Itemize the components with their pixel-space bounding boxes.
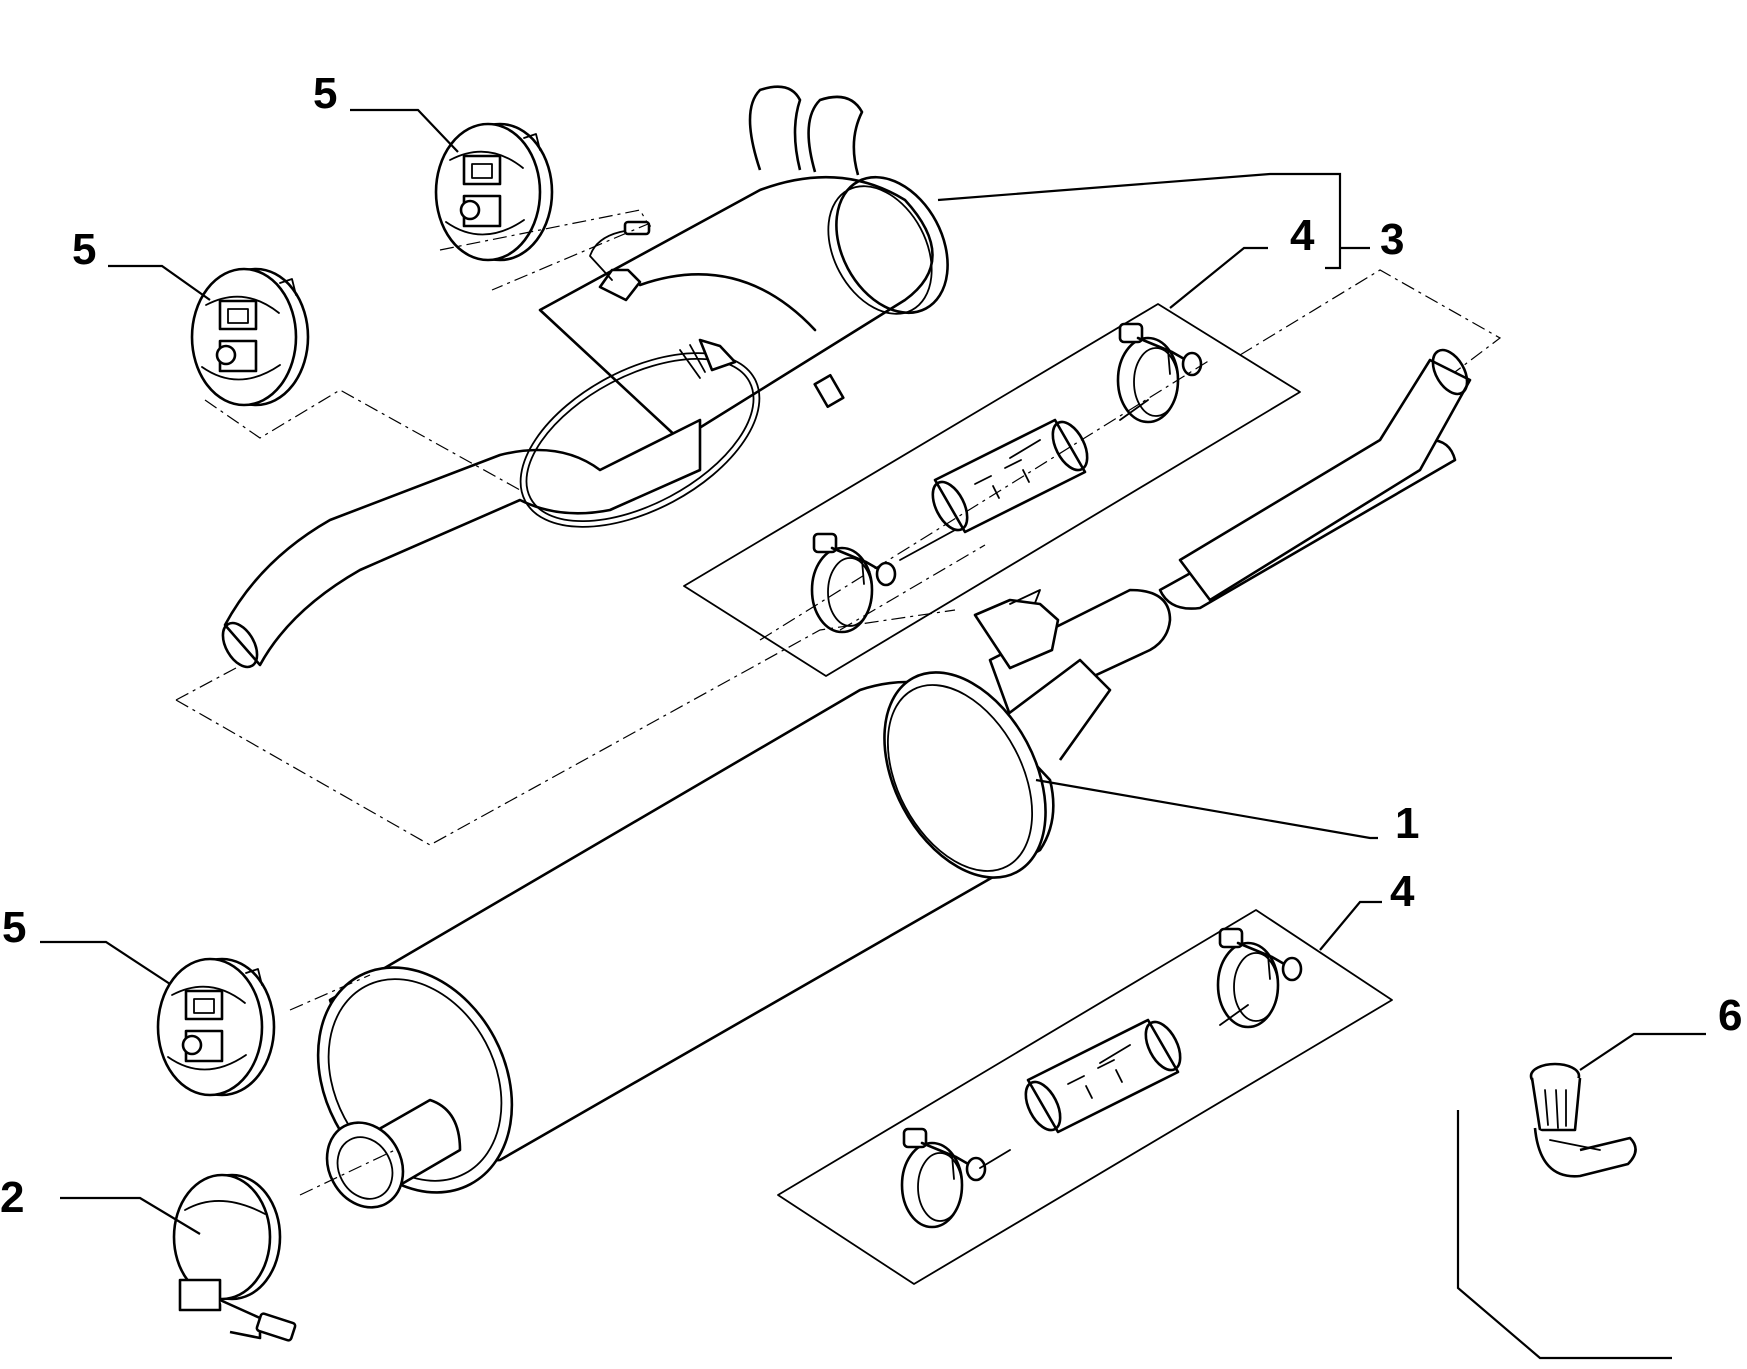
callout-4-lower-label: 4 (1390, 867, 1415, 916)
hose-clip (1456, 1062, 1672, 1360)
callout-5-left: 5 (72, 225, 211, 301)
callout-1-label: 1 (1395, 799, 1419, 848)
rubber-mount-left (190, 267, 521, 491)
callout-3-label: 3 (1380, 215, 1404, 264)
callout-2-label: 2 (0, 1173, 24, 1222)
main-silencer (316, 658, 1112, 1209)
explode-lines (175, 269, 1502, 846)
callout-5-bottom: 5 (2, 903, 171, 985)
callout-5-top-label: 5 (313, 69, 337, 118)
callout-2: 2 (0, 1173, 201, 1235)
clamp-kit-upper (683, 303, 1301, 677)
clamp-kit-lower (777, 909, 1393, 1285)
callout-1: 1 (1035, 778, 1419, 848)
callout-6: 6 (1579, 991, 1742, 1071)
callout-5-top: 5 (313, 69, 459, 153)
callout-4-upper-label: 4 (1290, 211, 1315, 260)
callout-3: 3 (937, 172, 1404, 270)
callout-5-bottom-label: 5 (2, 903, 26, 952)
callout-6-label: 6 (1718, 991, 1742, 1040)
tailpipe-clamp (172, 1149, 396, 1342)
rear-silencer-assembly (221, 85, 1472, 717)
callout-4-lower: 4 (1319, 867, 1415, 951)
callout-5-left-label: 5 (72, 225, 96, 274)
callout-4-upper: 4 (1169, 211, 1315, 309)
rubber-mount-top (434, 122, 649, 291)
